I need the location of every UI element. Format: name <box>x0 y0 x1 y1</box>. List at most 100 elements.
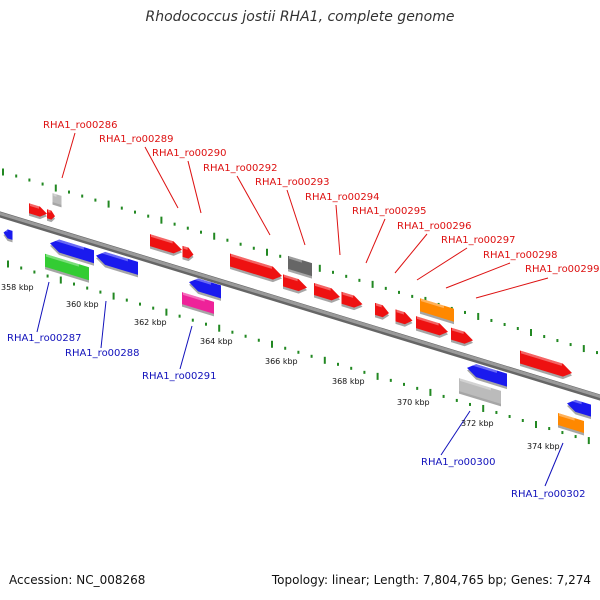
gene-feature[interactable] <box>150 234 182 258</box>
gene-highlight <box>4 228 8 232</box>
gene-feature[interactable] <box>451 327 473 349</box>
upper-row-minor-tick <box>596 351 598 355</box>
gene-feature[interactable] <box>96 249 138 278</box>
gene-highlight <box>46 254 79 267</box>
gene-feature[interactable] <box>182 292 214 317</box>
gene-body <box>52 193 62 205</box>
gene-feature[interactable] <box>459 378 501 407</box>
gene-label-forward[interactable]: RHA1_ro00290 <box>152 148 227 159</box>
gene-feature[interactable] <box>182 245 194 263</box>
leader-line-reverse <box>36 281 50 333</box>
gene-label-forward[interactable]: RHA1_ro00293 <box>255 177 330 188</box>
leader-line-forward <box>416 247 468 281</box>
lower-row-minor-tick <box>178 314 181 318</box>
lower-row-major-tick <box>7 260 9 268</box>
gene-label-forward[interactable]: RHA1_ro00292 <box>203 163 278 174</box>
gene-highlight <box>315 283 331 291</box>
upper-row-minor-tick <box>358 278 361 282</box>
gene-body <box>45 253 89 281</box>
upper-row-minor-tick <box>226 238 229 242</box>
lower-row-minor-tick <box>350 366 353 370</box>
gene-highlight <box>421 298 444 309</box>
backbone-line <box>0 211 600 399</box>
lower-row-minor-tick <box>33 270 36 274</box>
gene-feature[interactable] <box>3 228 13 243</box>
lower-row-major-tick <box>482 404 485 412</box>
gene-feature[interactable] <box>283 274 307 296</box>
upper-row-major-tick <box>213 232 216 240</box>
gene-label-forward[interactable]: RHA1_ro00296 <box>397 221 472 232</box>
gene-highlight <box>468 361 497 374</box>
lower-row-minor-tick <box>416 386 419 390</box>
gene-feature[interactable] <box>29 203 47 221</box>
upper-row-minor-tick <box>464 310 466 314</box>
gene-feature[interactable] <box>50 237 94 266</box>
gene-feature[interactable] <box>420 298 454 325</box>
lower-row-minor-tick <box>337 362 339 366</box>
leader-line-forward <box>475 277 549 299</box>
gene-feature[interactable] <box>395 309 413 329</box>
gene-body <box>467 364 507 387</box>
gene-body <box>520 350 572 377</box>
gene-feature[interactable] <box>314 283 340 305</box>
gene-label-reverse[interactable]: RHA1_ro00287 <box>7 333 82 344</box>
gene-label-forward[interactable]: RHA1_ro00286 <box>43 120 118 131</box>
gene-label-forward[interactable]: RHA1_ro00294 <box>305 192 380 203</box>
gene-label-reverse[interactable]: RHA1_ro00300 <box>421 457 496 468</box>
gene-feature[interactable] <box>52 193 62 208</box>
upper-row-minor-tick <box>134 210 136 214</box>
upper-row-major-tick <box>371 280 374 288</box>
gene-body <box>558 413 584 433</box>
gene-feature[interactable] <box>230 253 282 285</box>
gene-label-forward[interactable]: RHA1_ro00298 <box>483 250 558 261</box>
genome-backbone <box>0 211 600 401</box>
upper-row-minor-tick <box>332 270 334 274</box>
gene-feature[interactable] <box>47 209 55 223</box>
lower-row-minor-tick <box>46 274 49 278</box>
gene-feature[interactable] <box>45 253 89 283</box>
upper-row-major-tick <box>582 345 585 353</box>
gene-label-reverse[interactable]: RHA1_ro00291 <box>142 371 217 382</box>
gene-label-forward[interactable]: RHA1_ro00289 <box>99 134 174 145</box>
leader-line-forward <box>144 146 179 209</box>
gene-highlight <box>284 274 298 282</box>
lower-row-minor-tick <box>310 354 313 358</box>
gene-feature[interactable] <box>416 316 448 340</box>
gene-label-reverse[interactable]: RHA1_ro00288 <box>65 348 140 359</box>
leader-line-forward <box>394 233 428 274</box>
gene-highlight <box>183 246 188 250</box>
gene-label-reverse[interactable]: RHA1_ro00302 <box>511 489 586 500</box>
lower-row-minor-tick <box>455 398 458 402</box>
gene-feature[interactable] <box>558 413 584 436</box>
lower-row-minor-tick <box>495 410 498 414</box>
upper-row-major-tick <box>2 168 4 176</box>
gene-feature[interactable] <box>467 361 507 390</box>
gene-feature[interactable] <box>375 302 389 322</box>
leader-line-forward <box>236 175 271 236</box>
gene-body <box>416 316 448 336</box>
gene-feature[interactable] <box>567 397 591 420</box>
gene-body <box>47 209 55 220</box>
upper-row-minor-tick <box>147 214 150 218</box>
lower-row-minor-tick <box>284 346 287 350</box>
gene-feature[interactable] <box>341 291 363 313</box>
lower-row-major-tick <box>376 372 379 380</box>
gene-feature[interactable] <box>520 350 572 382</box>
leader-line-forward <box>445 262 511 289</box>
gene-highlight <box>289 256 302 263</box>
lower-row-minor-tick <box>231 330 234 334</box>
upper-row-minor-tick <box>94 198 97 202</box>
gene-label-forward[interactable]: RHA1_ro00297 <box>441 235 516 246</box>
gene-feature[interactable] <box>189 275 221 301</box>
gene-label-forward[interactable]: RHA1_ro00295 <box>352 206 427 217</box>
gene-body <box>3 229 13 240</box>
lower-row-major-tick <box>112 292 115 300</box>
gene-body <box>451 327 473 344</box>
gene-highlight <box>396 309 404 315</box>
lower-row-minor-tick <box>139 302 141 306</box>
upper-row-major-tick <box>477 312 480 320</box>
gene-feature[interactable] <box>288 255 312 279</box>
gene-label-forward[interactable]: RHA1_ro00299 <box>525 264 600 275</box>
gene-highlight <box>30 203 39 209</box>
